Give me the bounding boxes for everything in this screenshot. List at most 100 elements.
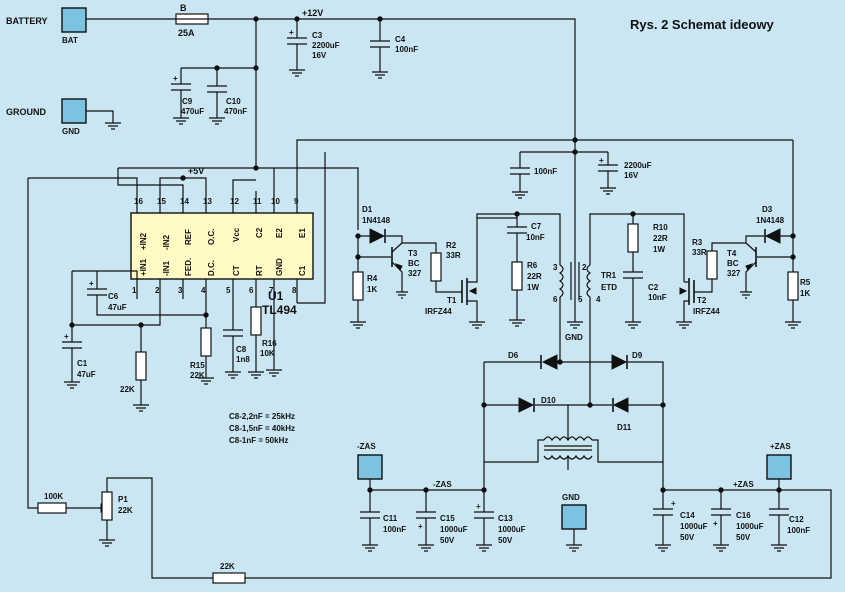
svg-text:C11: C11	[383, 514, 398, 523]
svg-text:+: +	[671, 499, 676, 508]
battery-label: BAT	[62, 36, 78, 45]
svg-text:5: 5	[578, 295, 583, 304]
svg-text:FED.: FED.	[184, 258, 193, 276]
capacitor-primary-100nf: 100nF	[510, 152, 557, 199]
svg-text:D1: D1	[362, 205, 373, 214]
battery-terminal[interactable]: BATTERY BAT	[6, 7, 87, 45]
svg-text:22K: 22K	[220, 562, 235, 571]
fuse-ref: B	[180, 3, 187, 13]
ground-wire	[86, 110, 114, 123]
svg-text:6: 6	[249, 286, 254, 295]
svg-text:3: 3	[178, 286, 183, 295]
primary-left-wire	[476, 213, 561, 265]
svg-text:C15: C15	[440, 514, 455, 523]
terminal-neg-zas[interactable]: -ZAS	[357, 442, 383, 480]
svg-text:C4: C4	[395, 35, 406, 44]
svg-text:TR1: TR1	[601, 271, 617, 280]
c1-top-wire	[72, 299, 161, 326]
svg-text:4: 4	[201, 286, 206, 295]
label-12v: +12V	[302, 8, 323, 18]
svg-text:15: 15	[157, 197, 166, 206]
bridge-top-wire	[483, 361, 664, 462]
freq-note-40k: C8-1,5nF = 40kHz	[229, 424, 295, 433]
svg-text:O.C.: O.C.	[207, 229, 216, 245]
gnd-pin7-symbol	[266, 369, 282, 377]
svg-text:C1: C1	[77, 359, 88, 368]
capacitor-primary-2200uf: + 2200uF 16V	[598, 152, 652, 195]
svg-text:C8: C8	[236, 345, 247, 354]
ic-part: TL494	[262, 303, 297, 317]
transformer-tr1: 3 2 6 5 4 TR1 ETD GND	[553, 152, 617, 342]
svg-text:R3: R3	[692, 238, 703, 247]
schematic-title: Rys. 2 Schemat ideowy	[630, 17, 775, 32]
svg-text:33R: 33R	[446, 251, 461, 260]
ground-terminal[interactable]: GROUND GND	[6, 98, 87, 136]
svg-text:327: 327	[727, 269, 741, 278]
terminal-pos-zas[interactable]: +ZAS	[766, 442, 792, 480]
svg-text:IRFZ44: IRFZ44	[693, 307, 720, 316]
svg-text:C12: C12	[789, 515, 804, 524]
svg-text:50V: 50V	[440, 536, 455, 545]
svg-text:100K: 100K	[44, 492, 63, 501]
svg-text:2: 2	[155, 286, 160, 295]
svg-text:C14: C14	[680, 511, 695, 520]
svg-text:1n8: 1n8	[236, 355, 250, 364]
resistor-r2: R2 33R	[430, 241, 462, 293]
terminal-output-gnd[interactable]: GND	[561, 493, 587, 552]
potentiometer-p1: P1 22K	[99, 477, 213, 579]
svg-text:ETD: ETD	[601, 283, 617, 292]
ic-top-pins: 16 15 14 13 12 11 10 9	[134, 191, 299, 213]
svg-text:2: 2	[582, 263, 587, 272]
svg-text:R6: R6	[527, 261, 538, 270]
capacitor-c10: C10 470nF	[207, 68, 247, 125]
capacitor-c11: C11 100nF	[360, 490, 406, 552]
svg-text:E2: E2	[275, 228, 284, 238]
diode-d10: D10	[518, 396, 556, 413]
svg-text:1: 1	[132, 286, 137, 295]
capacitor-c14: + C14 1000uF 50V	[653, 490, 708, 552]
svg-text:3: 3	[553, 263, 558, 272]
svg-text:R5: R5	[800, 278, 811, 287]
svg-text:16V: 16V	[624, 171, 639, 180]
capacitor-c16: + C16 1000uF 50V	[711, 490, 764, 552]
svg-text:-IN1: -IN1	[162, 260, 171, 276]
svg-text:100nF: 100nF	[383, 525, 406, 534]
diode-d6: D6	[508, 351, 558, 370]
svg-text:22R: 22R	[653, 234, 668, 243]
svg-text:-IN2: -IN2	[162, 234, 171, 250]
feedback-left-wire	[27, 178, 38, 509]
svg-text:GND: GND	[562, 493, 580, 502]
svg-text:E1: E1	[298, 228, 307, 238]
in2-feedback-wire	[28, 177, 138, 191]
svg-text:C7: C7	[531, 222, 542, 231]
c6-top-wire	[97, 270, 138, 279]
capacitor-c12: C12 100nF	[769, 490, 810, 552]
diode-d11: D11	[612, 397, 632, 432]
resistor-22k-in1: 22K	[120, 325, 149, 412]
vcc-link	[232, 179, 256, 191]
svg-text:50V: 50V	[736, 533, 751, 542]
capacitor-c2: C2 10nF	[623, 271, 667, 329]
svg-text:D10: D10	[541, 396, 556, 405]
ground-label: GND	[62, 127, 80, 136]
ground-symbol	[105, 122, 121, 130]
mosfet-t1: T1 IRFZ44	[425, 217, 517, 329]
svg-text:+: +	[418, 522, 423, 531]
svg-text:C2: C2	[255, 227, 264, 238]
secondary-wires	[559, 297, 591, 405]
svg-text:1N4148: 1N4148	[756, 216, 785, 225]
freq-note-50k: C8-1nF = 50kHz	[229, 436, 288, 445]
resistor-r16: R16 10K	[248, 305, 277, 379]
svg-text:IRFZ44: IRFZ44	[425, 307, 452, 316]
c1-c6-link	[71, 270, 97, 325]
resistor-r3: R3 33R	[692, 238, 718, 293]
capacitor-c15: + C15 1000uF 50V	[416, 490, 468, 552]
svg-text:2200uF: 2200uF	[624, 161, 652, 170]
svg-text:T4: T4	[727, 249, 737, 258]
svg-text:10: 10	[271, 197, 280, 206]
fuse-value: 25A	[178, 28, 195, 38]
svg-text:50V: 50V	[680, 533, 695, 542]
svg-text:R16: R16	[262, 339, 277, 348]
svg-text:P1: P1	[118, 495, 128, 504]
svg-text:BC: BC	[408, 259, 420, 268]
